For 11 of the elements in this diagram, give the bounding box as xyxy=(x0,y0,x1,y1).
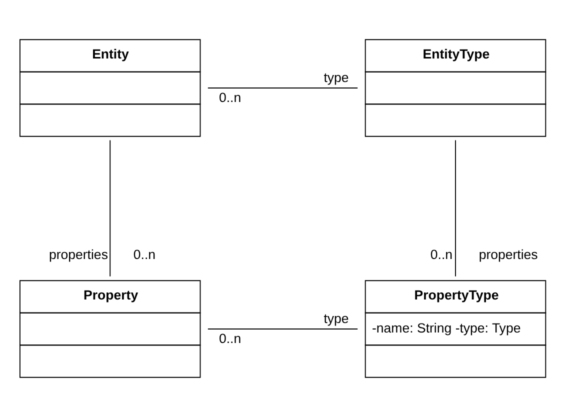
connector xyxy=(207,328,358,330)
connector xyxy=(110,140,111,277)
label: type xyxy=(324,310,349,326)
label: 0..n xyxy=(218,90,242,105)
label: 0..n xyxy=(218,331,242,346)
label: properties xyxy=(478,246,538,262)
label: 0..n xyxy=(430,246,453,262)
label: 0..n xyxy=(133,246,156,262)
label: type xyxy=(324,70,349,85)
connector xyxy=(455,140,456,277)
label: properties xyxy=(48,246,108,262)
